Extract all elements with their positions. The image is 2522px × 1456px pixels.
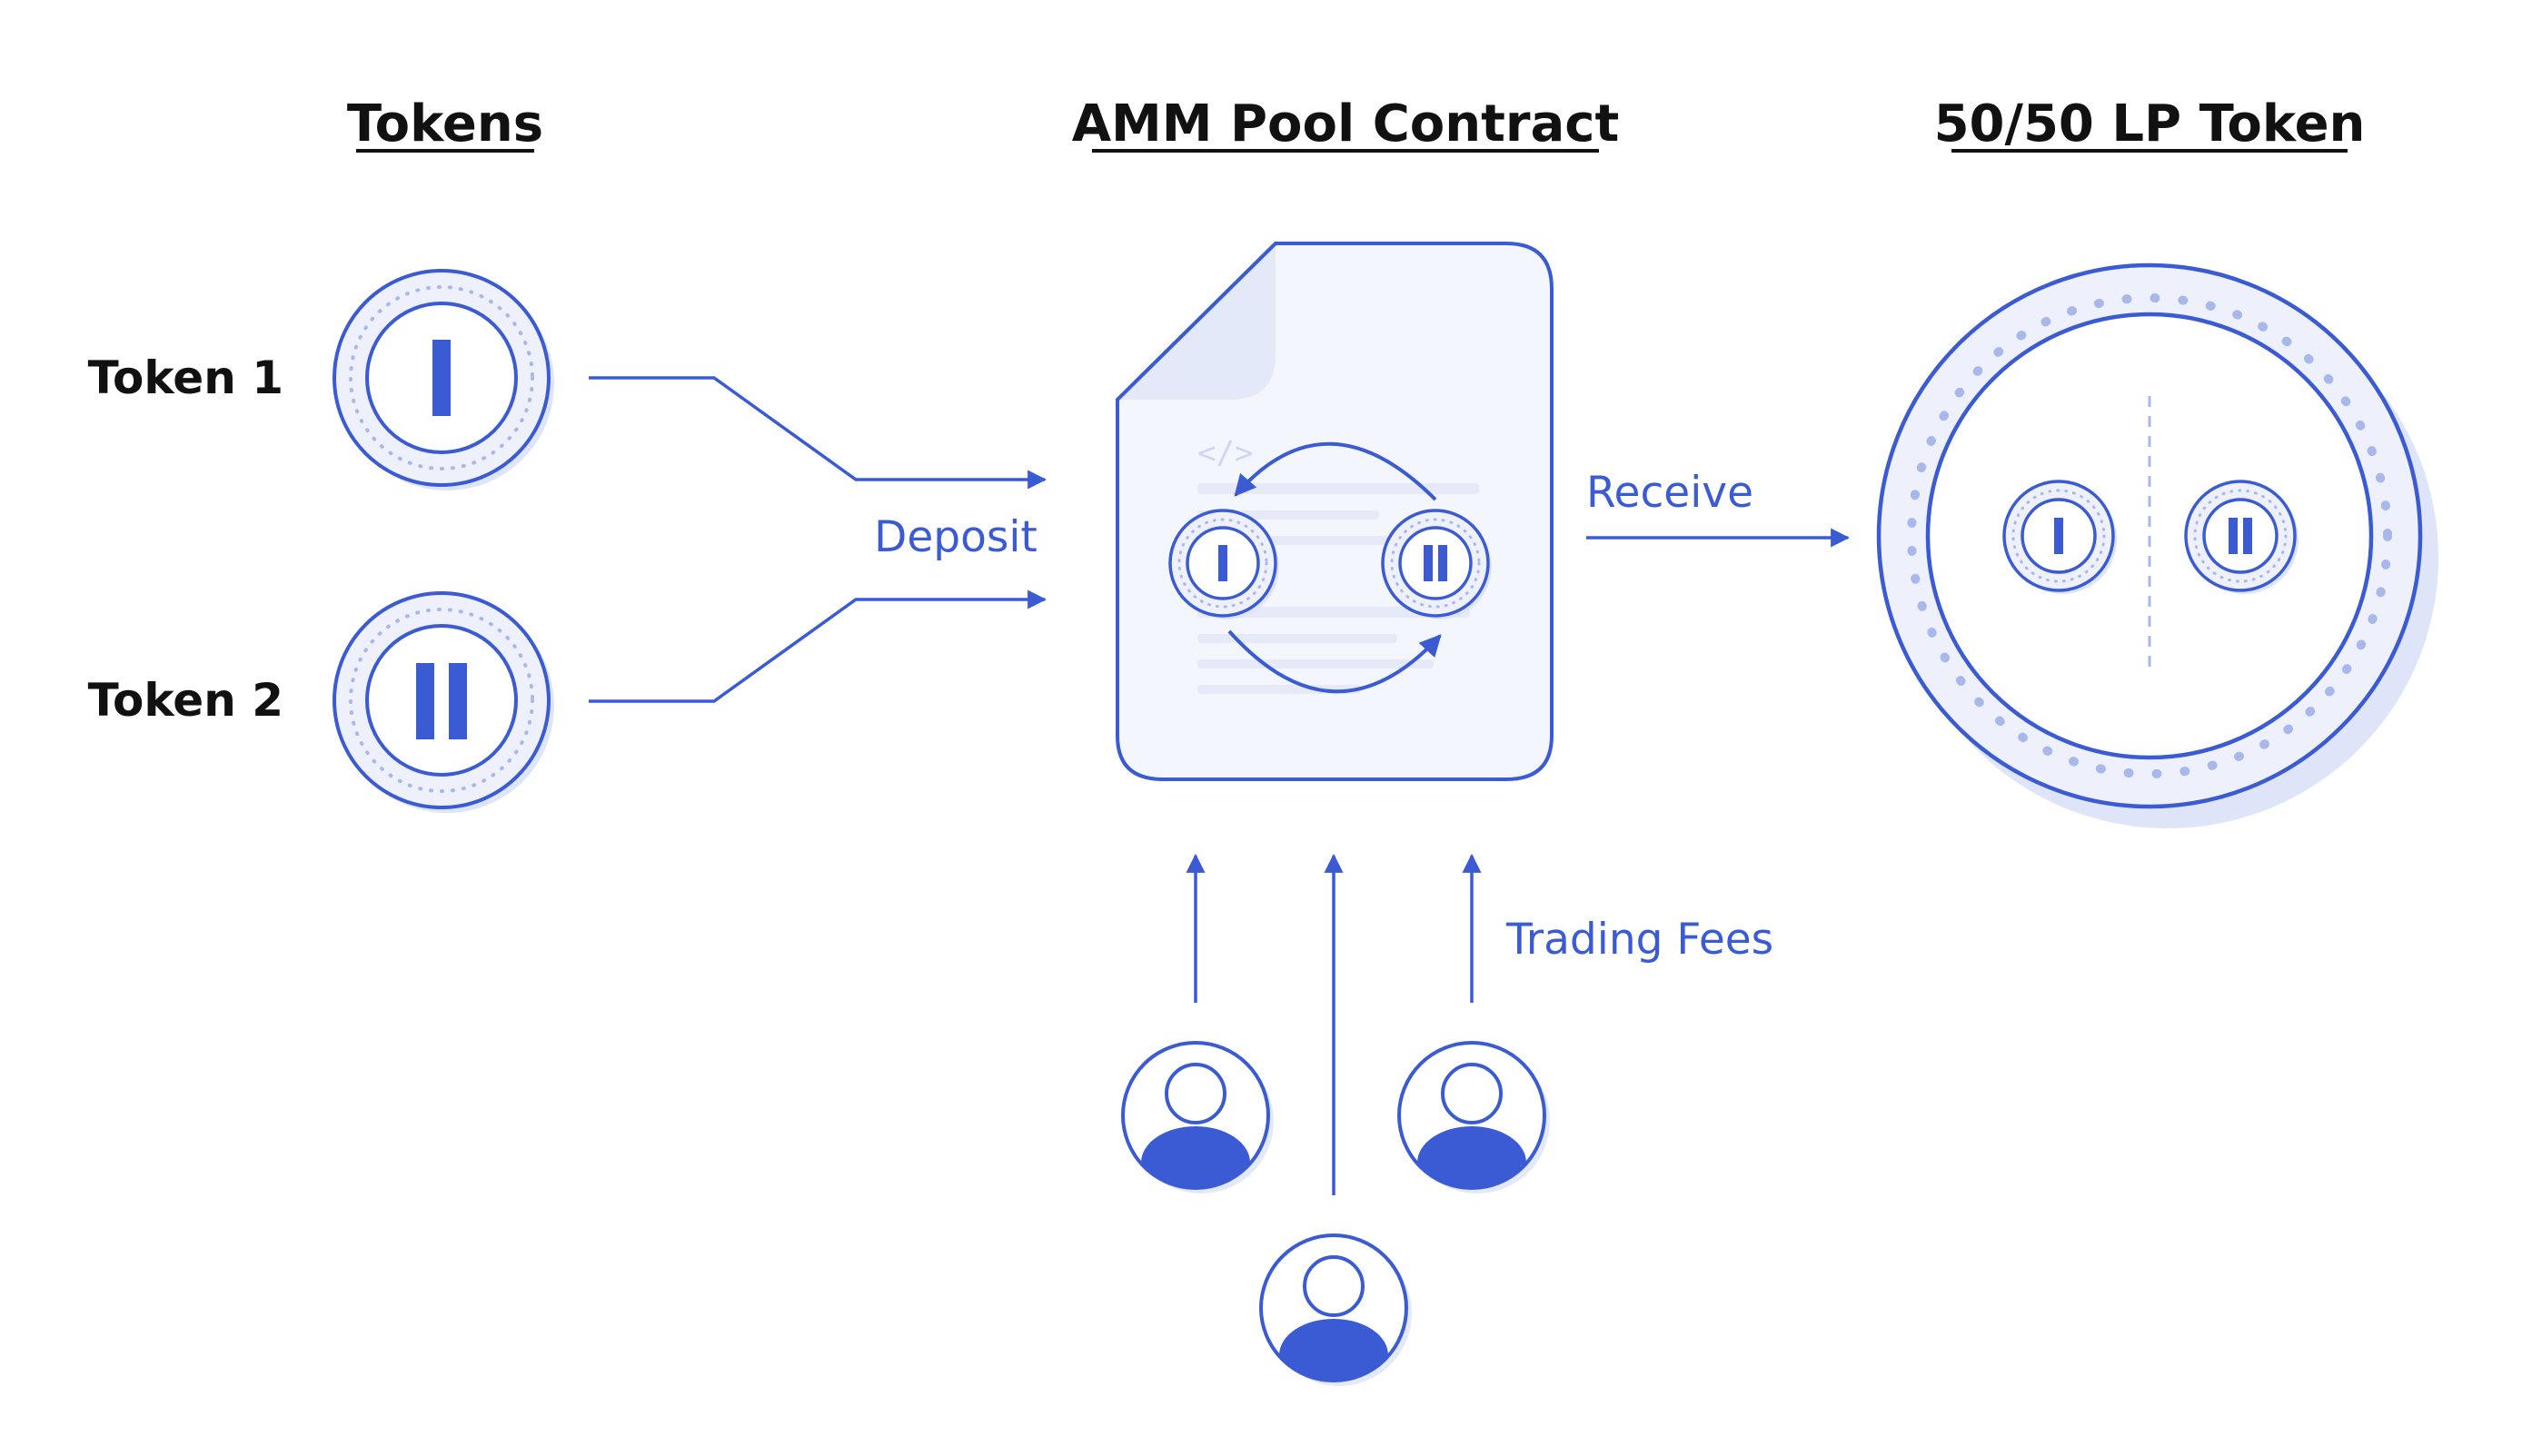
deposit-arrow-token1 bbox=[589, 376, 1048, 490]
token1-coin bbox=[333, 269, 554, 490]
code-icon: </> bbox=[1197, 435, 1253, 471]
swap-arrow-top bbox=[1234, 441, 1437, 501]
token1-label: Token 1 bbox=[88, 352, 283, 404]
heading-lp: 50/50 LP Token bbox=[1934, 94, 2366, 154]
lp-token2-coin bbox=[2184, 480, 2299, 594]
deposit-arrow-token2 bbox=[589, 589, 1048, 703]
receive-label: Receive bbox=[1586, 468, 1753, 518]
user-icon-right bbox=[1397, 1041, 1550, 1194]
swap-arrow-bottom bbox=[1227, 629, 1442, 694]
deposit-label: Deposit bbox=[874, 512, 1038, 562]
heading-tokens-text: Tokens bbox=[347, 94, 543, 154]
pool-token2-coin bbox=[1381, 509, 1492, 619]
pool-token1-coin bbox=[1168, 509, 1279, 619]
token2-coin bbox=[333, 591, 554, 813]
user-icon-center bbox=[1259, 1233, 1412, 1386]
heading-tokens: Tokens bbox=[347, 94, 543, 154]
pool-contract-document: </> bbox=[1116, 242, 1554, 781]
token2-symbol bbox=[449, 663, 467, 739]
user-icon-left bbox=[1121, 1041, 1274, 1194]
token2-label: Token 2 bbox=[88, 674, 283, 727]
heading-pool-text: AMM Pool Contract bbox=[1072, 94, 1620, 154]
heading-lp-text: 50/50 LP Token bbox=[1934, 94, 2366, 154]
lp-token1-coin bbox=[2002, 480, 2117, 594]
trading-fees-label: Trading Fees bbox=[1505, 915, 1773, 965]
token1-symbol bbox=[432, 340, 451, 416]
heading-pool: AMM Pool Contract bbox=[1072, 94, 1620, 154]
lp-token-coin bbox=[1876, 262, 2438, 828]
